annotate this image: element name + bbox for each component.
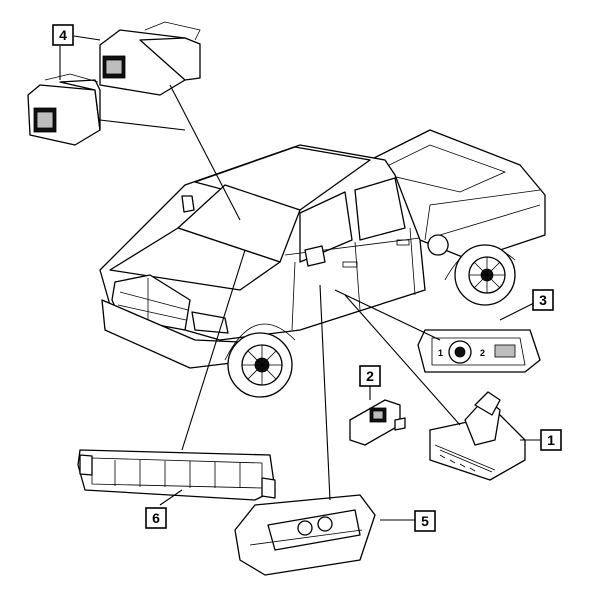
pickup-truck-icon [99, 129, 546, 398]
console-switch-icon [234, 494, 376, 576]
leader-lines [59, 35, 541, 521]
callout-6: 6 [145, 507, 167, 529]
callout-2: 2 [359, 365, 381, 387]
transfer-case-selector-icon [429, 391, 526, 481]
callout-1: 1 [540, 429, 562, 451]
callout-label-5: 5 [421, 513, 429, 529]
switch-bank-icon [77, 449, 276, 501]
callout-5: 5 [414, 510, 436, 532]
callout-4: 4 [52, 24, 74, 46]
seat-switch-icon [99, 21, 201, 96]
callout-label-2: 2 [366, 368, 374, 384]
callout-label-1: 1 [547, 432, 555, 448]
switch-label-left: 1 [438, 348, 443, 358]
switch-label-right: 2 [480, 348, 485, 358]
rotary-knob-switch-icon: 1 2 [417, 329, 541, 373]
callout-label-4: 4 [59, 27, 67, 43]
callout-3: 3 [532, 289, 554, 311]
seat-switch-bezel-icon [349, 399, 406, 446]
heated-seat-switch-icon [27, 73, 101, 146]
callout-label-3: 3 [539, 292, 547, 308]
callout-label-6: 6 [152, 510, 160, 526]
